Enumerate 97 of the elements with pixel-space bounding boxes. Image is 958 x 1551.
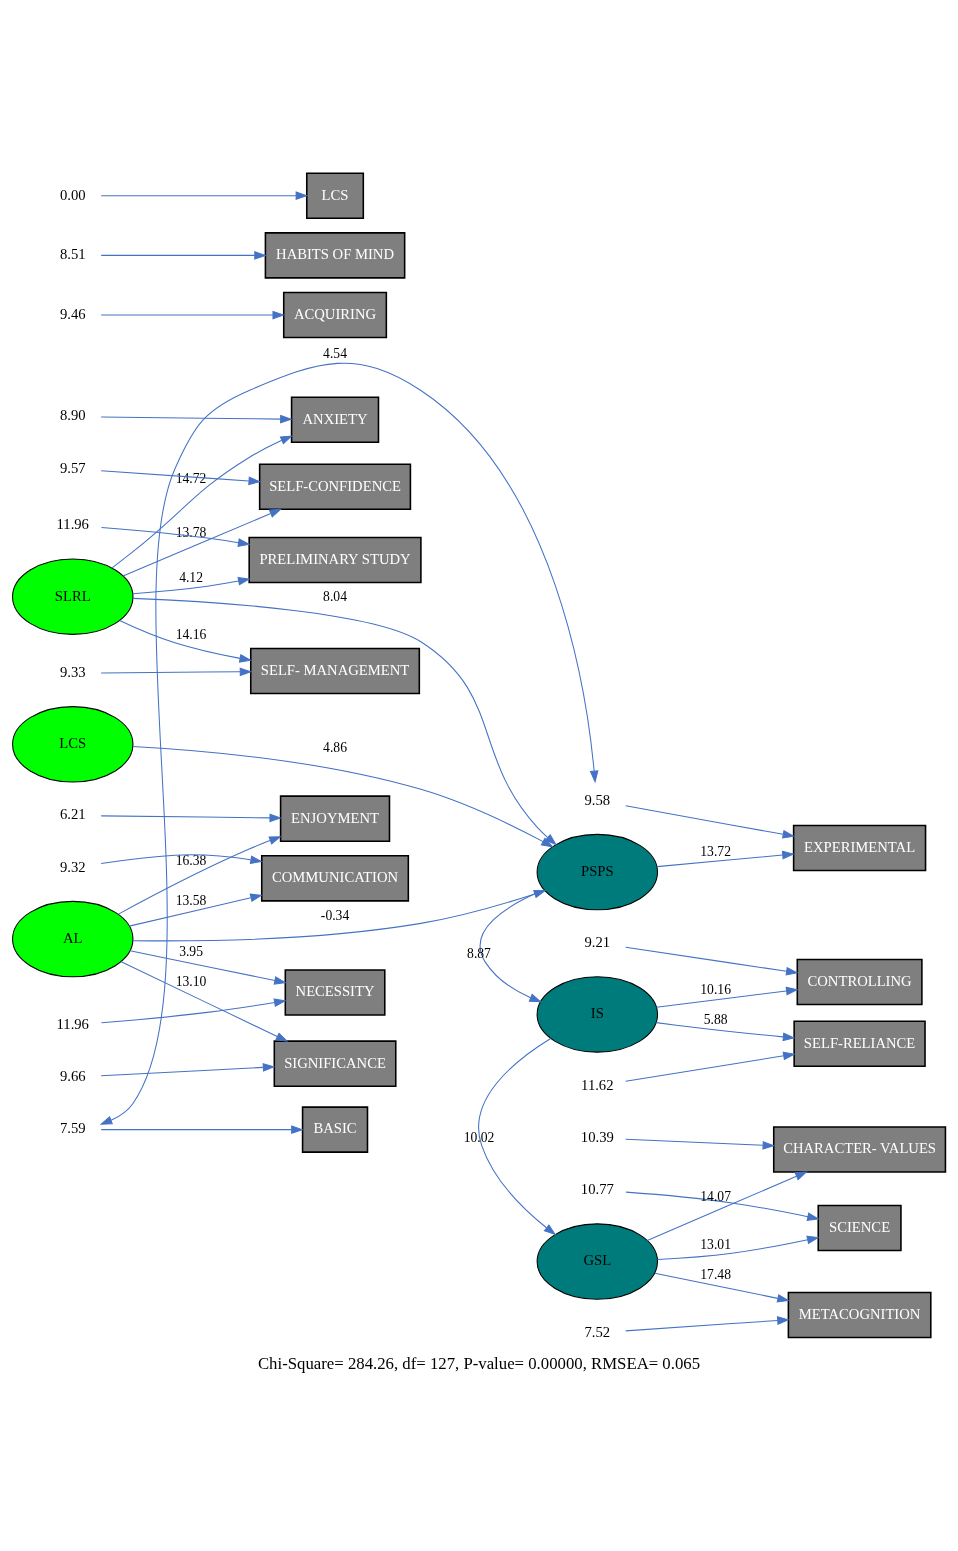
- node-box: ENJOYMENT: [279, 794, 391, 842]
- node-text: 9.21: [584, 933, 611, 950]
- node-text: 9.57: [59, 459, 86, 476]
- node-box: METACOGNITION: [787, 1291, 932, 1338]
- arrow: [120, 960, 289, 1042]
- arrow: [128, 893, 263, 927]
- edge-label: 17.48: [700, 1266, 731, 1282]
- edge-label: 4.12: [179, 569, 203, 585]
- arrow: [119, 619, 252, 663]
- node-box: BASIC: [301, 1105, 369, 1153]
- node-text: 7.52: [584, 1323, 611, 1340]
- arrow: [129, 949, 287, 985]
- node-box: SELF- MANAGEMENT: [249, 647, 421, 694]
- node-box: SELF-CONFIDENCE: [258, 462, 412, 510]
- arrow: [625, 1138, 776, 1150]
- edge-label: 13.01: [700, 1236, 731, 1252]
- arrow: [100, 813, 283, 822]
- node-text: 9.32: [59, 858, 86, 875]
- node-text: 9.66: [59, 1067, 86, 1084]
- node-box: CONTROLLING: [796, 958, 923, 1005]
- edge-label: 14.07: [700, 1188, 731, 1204]
- arrow: [657, 1235, 820, 1260]
- arrow: [132, 576, 251, 594]
- node-text: 10.77: [580, 1180, 614, 1197]
- edge-label: 8.87: [467, 945, 491, 961]
- edge-label: 4.86: [323, 739, 347, 755]
- arrow: [132, 597, 557, 845]
- arrow: [100, 310, 286, 319]
- arrow: [625, 1315, 790, 1331]
- arrow: [100, 853, 263, 864]
- arrow: [625, 1051, 796, 1082]
- node-text: 8.90: [59, 406, 86, 423]
- arrow: [132, 889, 547, 941]
- arrow: [100, 1062, 276, 1076]
- arrow: [625, 946, 799, 976]
- arrow: [646, 1170, 808, 1241]
- arrow: [99, 362, 599, 1125]
- arrow: [479, 888, 545, 1002]
- node-box: PRELIMINARY STUDY: [248, 536, 422, 583]
- edge-label: 8.04: [323, 588, 347, 604]
- node-box: SIGNIFICANCE: [273, 1039, 397, 1087]
- node-box: EXPERIMENTAL: [792, 824, 927, 871]
- node-text: 10.39: [580, 1128, 614, 1145]
- edge-label: 10.02: [463, 1129, 495, 1145]
- node-text: 11.96: [56, 1015, 89, 1032]
- node-ellipse: AL: [12, 900, 134, 977]
- node-box: HABITS OF MIND: [264, 231, 406, 279]
- node-text: 9.58: [584, 791, 611, 808]
- arrow: [478, 1037, 557, 1235]
- node-text: 9.46: [59, 305, 86, 322]
- arrow: [100, 526, 251, 547]
- node-box: SELF-RELIANCE: [793, 1019, 926, 1067]
- arrow: [654, 1272, 790, 1303]
- edge-label: 3.95: [179, 943, 203, 959]
- node-ellipse: IS: [536, 975, 659, 1053]
- node-box: ACQUIRING: [282, 291, 388, 338]
- edge-label: 5.88: [703, 1011, 728, 1027]
- arrow: [100, 997, 287, 1023]
- node-box: LCS: [306, 171, 365, 219]
- arrow: [111, 434, 293, 568]
- arrow: [655, 986, 799, 1008]
- arrow: [100, 666, 253, 676]
- node-box: CHARACTER- VALUES: [772, 1125, 947, 1173]
- arrow: [625, 1191, 820, 1221]
- arrow: [655, 1021, 796, 1041]
- edge-label: 4.54: [323, 345, 347, 361]
- node-text: 0.00: [59, 186, 86, 203]
- arrow: [100, 190, 309, 200]
- node-text: 11.62: [581, 1076, 614, 1093]
- node-box: COMMUNICATION: [260, 854, 410, 902]
- arrow: [100, 250, 267, 260]
- edge-label: 13.72: [700, 843, 731, 859]
- node-ellipse: SLRL: [12, 558, 134, 635]
- edge-label: 10.16: [700, 981, 731, 997]
- arrow: [656, 850, 795, 867]
- node-box: NECESSITY: [284, 968, 386, 1016]
- node-ellipse: LCS: [12, 705, 134, 783]
- arrow: [132, 745, 554, 847]
- node-box: ANXIETY: [290, 395, 380, 443]
- edge-label: 13.10: [175, 973, 207, 989]
- edge-label: 13.58: [175, 892, 207, 908]
- edge-label: 13.78: [175, 524, 207, 540]
- caption: Chi-Square= 284.26, df= 127, P-value= 0.00000, RMSEA= 0.065: [257, 1353, 701, 1373]
- arrow: [625, 804, 796, 839]
- node-text: 7.59: [59, 1120, 86, 1136]
- node-box: SCIENCE: [817, 1204, 902, 1251]
- arrow: [100, 1124, 304, 1134]
- arrow: [122, 508, 282, 576]
- edge-label: 16.38: [175, 852, 207, 868]
- node-text: 8.51: [59, 245, 86, 262]
- edge-label: 14.16: [175, 626, 207, 642]
- arrow: [100, 414, 293, 423]
- node-text: 6.21: [59, 805, 86, 822]
- arrow: [117, 835, 282, 915]
- edge-label: -0.34: [320, 907, 350, 923]
- node-text: 11.96: [56, 515, 89, 532]
- node-text: 9.33: [59, 663, 86, 680]
